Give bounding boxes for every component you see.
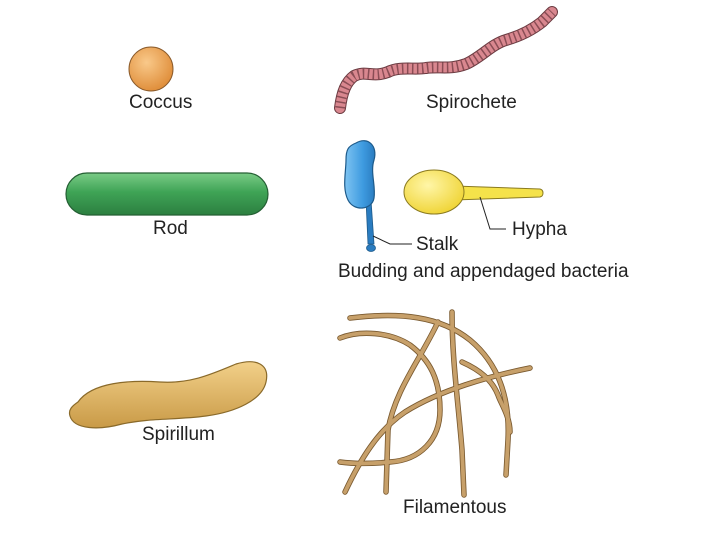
label-spirochete: Spirochete xyxy=(426,92,517,113)
label-spirillum: Spirillum xyxy=(142,424,215,445)
coccus-cell xyxy=(128,46,174,92)
label-budding-appendaged: Budding and appendaged bacteria xyxy=(338,261,629,282)
stalk-leader-line xyxy=(372,235,412,245)
spirochete-cell xyxy=(334,6,558,114)
label-filamentous: Filamentous xyxy=(403,497,507,518)
hypha-leader-line xyxy=(479,196,506,230)
budding-bacterium xyxy=(344,140,376,252)
spirillum-cell xyxy=(68,361,268,429)
label-coccus: Coccus xyxy=(129,92,193,113)
rod-cell xyxy=(65,172,269,216)
label-stalk: Stalk xyxy=(416,234,459,255)
label-hypha: Hypha xyxy=(512,219,567,240)
label-rod: Rod xyxy=(153,218,188,239)
hyphal-bacterium xyxy=(403,169,544,215)
filamentous-cells xyxy=(337,309,533,498)
